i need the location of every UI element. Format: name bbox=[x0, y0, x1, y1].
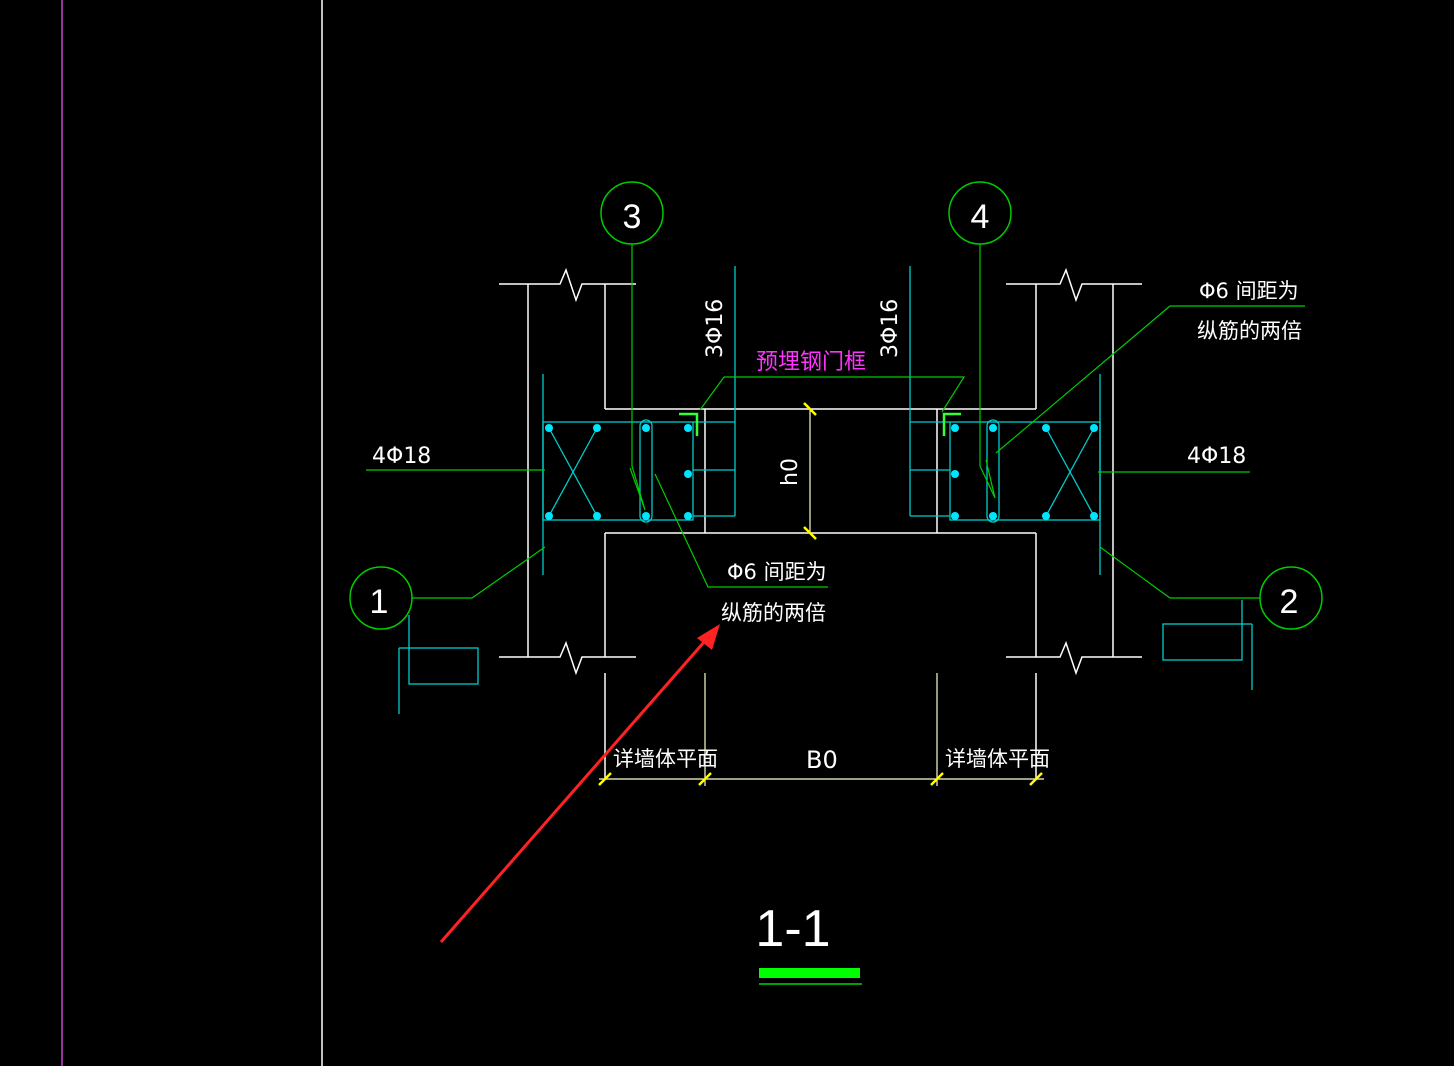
red-annotation-arrow bbox=[439, 624, 720, 943]
rebar-cage-left bbox=[542, 266, 736, 575]
callout-4: 4 bbox=[948, 181, 1012, 245]
leader-lines bbox=[366, 244, 1305, 599]
label-stirrup-center-2: 纵筋的两倍 bbox=[721, 601, 826, 625]
label-left-top-rebar: 3Φ16 bbox=[703, 299, 728, 358]
section-symbol-right bbox=[1162, 600, 1253, 690]
section-symbol-left bbox=[398, 615, 479, 714]
frame-corner-marks bbox=[679, 412, 961, 436]
rebar-dots bbox=[545, 424, 1098, 520]
rebar-cage-right bbox=[909, 266, 1101, 575]
opening-lintel bbox=[605, 408, 1036, 534]
callout-2: 2 bbox=[1259, 566, 1323, 630]
dimension-b0-chain bbox=[598, 673, 1044, 786]
section-title-block: 1-1 bbox=[755, 900, 862, 985]
wall-outline-left bbox=[499, 267, 636, 780]
callout-3-label: 3 bbox=[623, 198, 642, 236]
label-wall-ref-left: 详墙体平面 bbox=[613, 747, 718, 771]
callout-1: 1 bbox=[349, 566, 413, 630]
label-right-long-rebar: 4Φ18 bbox=[1187, 444, 1246, 469]
label-wall-ref-right: 详墙体平面 bbox=[945, 747, 1050, 771]
label-stirrup-right-2: 纵筋的两倍 bbox=[1197, 319, 1302, 343]
label-left-long-rebar: 4Φ18 bbox=[372, 444, 431, 469]
label-stirrup-right-1: Φ6 间距为 bbox=[1199, 279, 1299, 303]
label-embedded-frame: 预埋钢门框 bbox=[756, 350, 866, 375]
label-width-dim: B0 bbox=[806, 746, 838, 774]
callout-2-label: 2 bbox=[1280, 583, 1299, 621]
wall-outline-right bbox=[1006, 267, 1142, 780]
label-height-dim: h0 bbox=[778, 458, 803, 486]
callout-1-label: 1 bbox=[370, 583, 389, 621]
callout-3: 3 bbox=[600, 181, 664, 245]
dimension-h0 bbox=[803, 402, 817, 540]
section-title: 1-1 bbox=[755, 900, 830, 958]
label-right-top-rebar: 3Φ16 bbox=[878, 299, 903, 358]
callout-4-label: 4 bbox=[971, 198, 990, 236]
section-title-bar bbox=[759, 968, 860, 978]
label-stirrup-center-1: Φ6 间距为 bbox=[727, 560, 827, 584]
